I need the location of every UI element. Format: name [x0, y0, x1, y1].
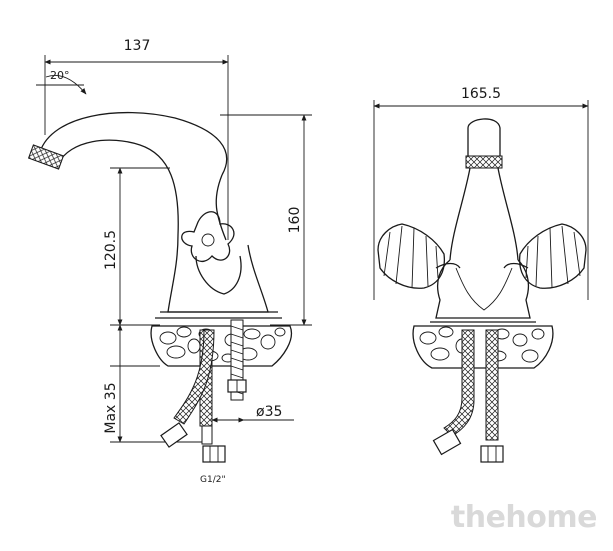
dimension-overall-height: 160: [220, 114, 312, 326]
label-spout-angle: 20°: [50, 69, 70, 82]
watermark-logo: thehome: [450, 500, 598, 535]
label-spout-reach: 137: [124, 38, 151, 54]
star-handle: [181, 211, 242, 295]
hoses: [160, 329, 226, 463]
front-view: 165.5: [373, 86, 589, 463]
stone-base: [150, 325, 293, 367]
threaded-rod: [227, 319, 247, 401]
dimension-overall-width: 165.5: [373, 86, 589, 300]
front-stone-base: [412, 325, 554, 369]
label-thread: G1/2": [200, 475, 226, 485]
front-spout: [449, 118, 519, 261]
handle-right: [503, 223, 587, 289]
dimension-handle-height: 120.5: [103, 167, 170, 326]
dimension-spout-reach: 137: [44, 38, 229, 240]
label-overall-height: 160: [287, 207, 303, 234]
handle-left: [377, 223, 461, 289]
dimension-hole-diameter: ø35: [211, 404, 294, 423]
hex-nut-left: [160, 422, 188, 448]
front-body: [430, 259, 536, 323]
spout: [27, 111, 228, 241]
hex-nut-right: [202, 445, 226, 463]
aerator: [27, 144, 65, 170]
front-hoses: [432, 329, 504, 463]
dimension-max-shank: Max 35: [103, 324, 205, 443]
label-max-shank: Max 35: [103, 382, 119, 433]
label-overall-width: 165.5: [461, 86, 501, 102]
label-hole-diameter: ø35: [256, 404, 282, 420]
dimension-spout-angle: 20°: [36, 69, 87, 95]
label-handle-height: 120.5: [103, 230, 119, 270]
side-view: 137 20° 160 120.5 Max 35: [27, 38, 312, 485]
body: [155, 234, 282, 319]
